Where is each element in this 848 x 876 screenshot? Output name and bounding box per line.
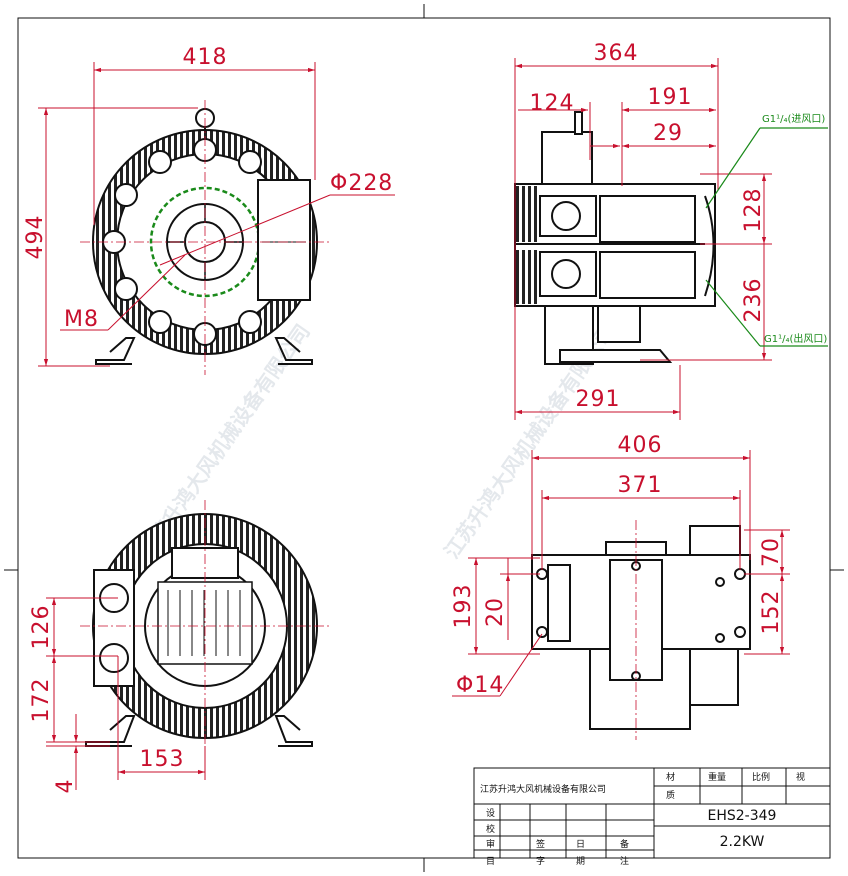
dim-bottom-70: 70 [759,537,784,567]
dim-rear-126: 126 [29,605,54,650]
bottom-view: 406 371 193 20 70 152 Φ14 [451,433,790,740]
dim-bottom-hole: Φ14 [456,673,504,698]
col-note: 备 [620,838,629,850]
dim-rear-172: 172 [29,678,54,723]
col-material-2: 质 [666,789,675,801]
row-check: 校 [486,823,495,835]
dim-front-thread: M8 [64,307,99,332]
outlet-label: G1¹/₄(出风口) [764,332,827,345]
inlet-label: G1¹/₄(进风口) [762,113,825,125]
dim-bottom-371: 371 [618,473,663,498]
dim-side-191: 191 [648,85,693,110]
rear-view: 126 172 153 4 [29,500,330,794]
dim-side-width: 364 [594,41,639,66]
col-note-2: 注 [620,855,629,867]
dim-side-291: 291 [576,387,621,412]
power-rating: 2.2KW [720,834,765,850]
company-name: 江苏升鸿大风机械设备有限公司 [480,783,606,795]
front-view: 418 494 Φ228 M8 [23,45,395,375]
dim-side-124: 124 [530,91,575,116]
sheet-frame [4,4,844,872]
title-block-text: 江苏升鸿大风机械设备有限公司 材 质 重量 比例 视 EHS2-349 2.2K… [480,771,805,867]
dim-front-height: 494 [23,215,48,260]
row-item: 目 [486,856,495,867]
row-design: 设 [486,808,495,819]
col-date-2: 期 [576,856,585,867]
col-view: 视 [796,771,805,783]
dim-front-width: 418 [183,45,228,70]
dim-bottom-152: 152 [759,590,784,635]
side-view: 364 124 191 29 128 236 291 G1¹/₄(进风口) G1… [514,41,828,420]
col-sign: 签 [536,838,545,850]
model-number: EHS2-349 [708,808,777,824]
col-material: 材 [666,771,675,783]
col-sign-2: 字 [536,855,545,867]
dim-side-29: 29 [653,121,683,146]
dim-rear-153: 153 [140,747,185,772]
col-date: 日 [576,839,585,850]
col-weight: 重量 [708,771,726,783]
title-block [473,767,831,859]
dim-bottom-406: 406 [618,433,663,458]
dim-bottom-20: 20 [483,597,508,627]
col-scale: 比例 [752,771,770,783]
dim-bottom-193: 193 [451,584,476,629]
row-audit: 审 [486,838,495,850]
dim-rear-4: 4 [53,779,78,794]
dim-front-diameter: Φ228 [330,171,393,196]
dim-side-236: 236 [741,278,766,323]
dim-side-128: 128 [741,188,766,233]
